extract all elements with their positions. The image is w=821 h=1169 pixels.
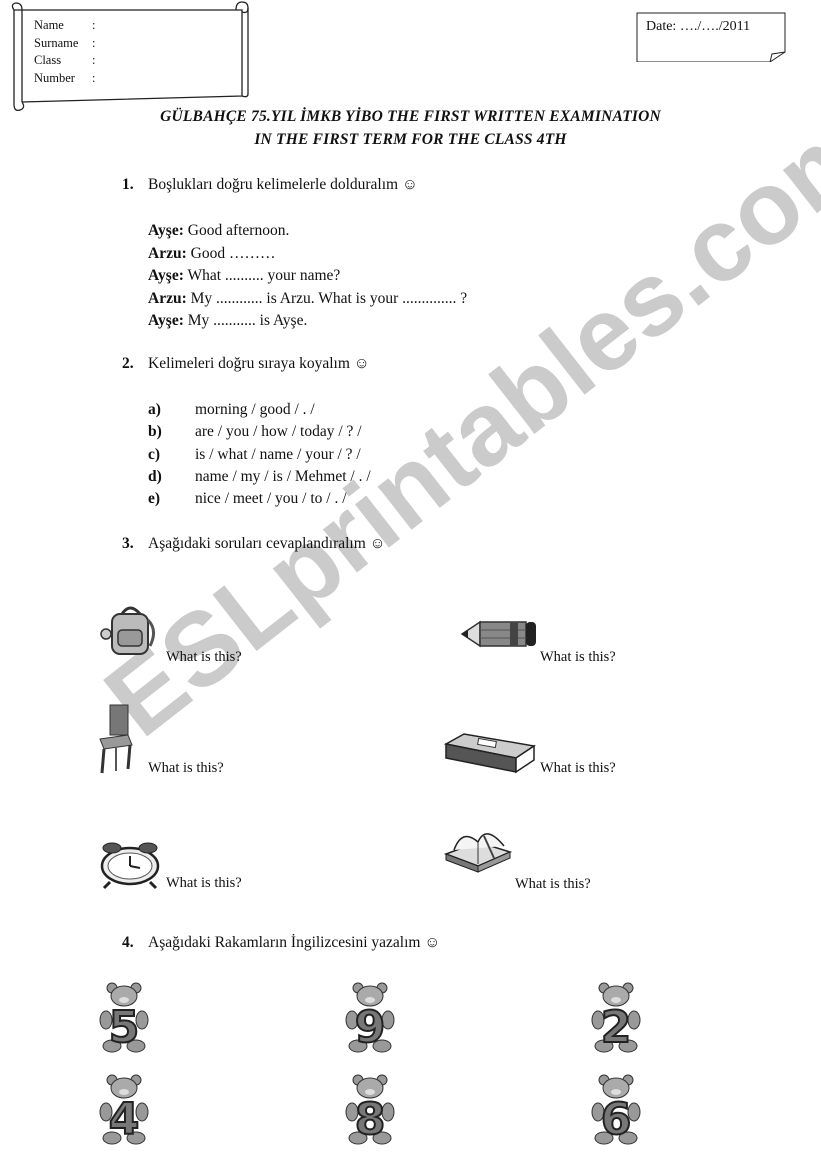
digit-label: 8	[355, 1094, 386, 1145]
question-1-dialogue: Ayşe: Good afternoon. Arzu: Good ……… Ayş…	[148, 220, 467, 333]
question-3-prompt: What is this?	[166, 875, 242, 891]
chair-icon	[99, 704, 133, 774]
teddy-bear-digit-8-icon: 8	[345, 1074, 395, 1146]
digit-label: 4	[109, 1094, 140, 1145]
list-item: a)morning / good / . /	[148, 401, 315, 418]
exam-title-line2: IN THE FIRST TERM FOR THE CLASS 4TH	[254, 131, 567, 148]
dialogue-line: Ayşe: What .......... your name?	[148, 267, 341, 284]
student-info-fields: Name: Surname: Class: Number:	[34, 17, 95, 87]
number-label: Number	[34, 70, 75, 85]
question-1-number: 1.	[122, 176, 134, 193]
dialogue-line: Ayşe: My ........... is Ayşe.	[148, 312, 308, 329]
dialogue-line: Arzu: Good ………	[148, 244, 276, 262]
date-field: Date: …./…./2011	[646, 19, 751, 34]
teddy-bear-digit-4-icon: 4	[99, 1074, 149, 1146]
student-info-scroll	[11, 1, 249, 112]
class-sep: :	[92, 53, 96, 67]
teddy-bear-digit-5-icon: 5	[99, 982, 149, 1054]
list-item: e)nice / meet / you / to / . /	[148, 490, 347, 508]
question-3-prompt: What is this?	[148, 760, 224, 776]
question-2-items: a)morning / good / . / b)are / you / how…	[148, 399, 371, 510]
dialogue-line: Arzu: My ............ is Arzu. What is y…	[148, 289, 468, 307]
digit-label: 6	[601, 1094, 632, 1145]
surname-sep: :	[92, 35, 96, 50]
question-4-text: Aşağıdaki Rakamların İngilizcesini yazal…	[148, 934, 441, 951]
question-4-heading: 4. Aşağıdaki Rakamların İngilizcesini yaz…	[122, 934, 440, 952]
teddy-bear-digit-2-icon: 2	[591, 982, 641, 1054]
dialogue-line: Ayşe: Good afternoon.	[148, 222, 290, 239]
question-3-heading: 3. Aşağıdaki soruları cevaplandıralım ☺	[122, 535, 386, 553]
class-label: Class	[34, 53, 62, 67]
question-3-prompt: What is this?	[515, 876, 591, 892]
surname-label: Surname	[34, 35, 79, 50]
question-4-number: 4.	[122, 934, 134, 951]
list-item: d)name / my / is / Mehmet / . /	[148, 467, 371, 485]
name-label: Name	[34, 18, 64, 32]
book-icon	[443, 833, 513, 873]
list-item: b)are / you / how / today / ? /	[148, 423, 362, 441]
question-1-heading: 1. Boşlukları doğru kelimelerle dolduralı…	[122, 176, 418, 194]
question-2-number: 2.	[122, 355, 134, 372]
teddy-bear-digit-9-icon: 9	[345, 982, 395, 1054]
question-3-prompt: What is this?	[540, 649, 616, 665]
digit-label: 5	[109, 1002, 140, 1053]
backpack-icon	[100, 606, 155, 655]
date-box	[636, 12, 786, 62]
number-sep: :	[92, 70, 96, 85]
question-2-text: Kelimeleri doğru sıraya koyalım ☺	[148, 355, 370, 372]
exam-title-line1: GÜLBAHÇE 75.YIL İMKB YİBO THE FIRST WRIT…	[160, 108, 661, 125]
question-1-text: Boşlukları doğru kelimelerle dolduralım …	[148, 176, 418, 193]
teddy-bear-digit-6-icon: 6	[591, 1074, 641, 1146]
question-2-heading: 2. Kelimeleri doğru sıraya koyalım ☺	[122, 355, 370, 373]
question-3-number: 3.	[122, 535, 134, 552]
eraser-icon	[443, 733, 536, 774]
alarm-clock-icon	[100, 842, 160, 890]
pencil-icon	[460, 620, 536, 648]
digit-label: 9	[355, 1002, 386, 1053]
question-3-prompt: What is this?	[540, 760, 616, 776]
question-3-prompt: What is this?	[166, 649, 242, 665]
list-item: c) is / what / name / your / ? /	[148, 445, 361, 463]
digit-label: 2	[601, 1002, 632, 1053]
question-3-text: Aşağıdaki soruları cevaplandıralım ☺	[148, 535, 386, 552]
name-sep: :	[92, 18, 96, 32]
